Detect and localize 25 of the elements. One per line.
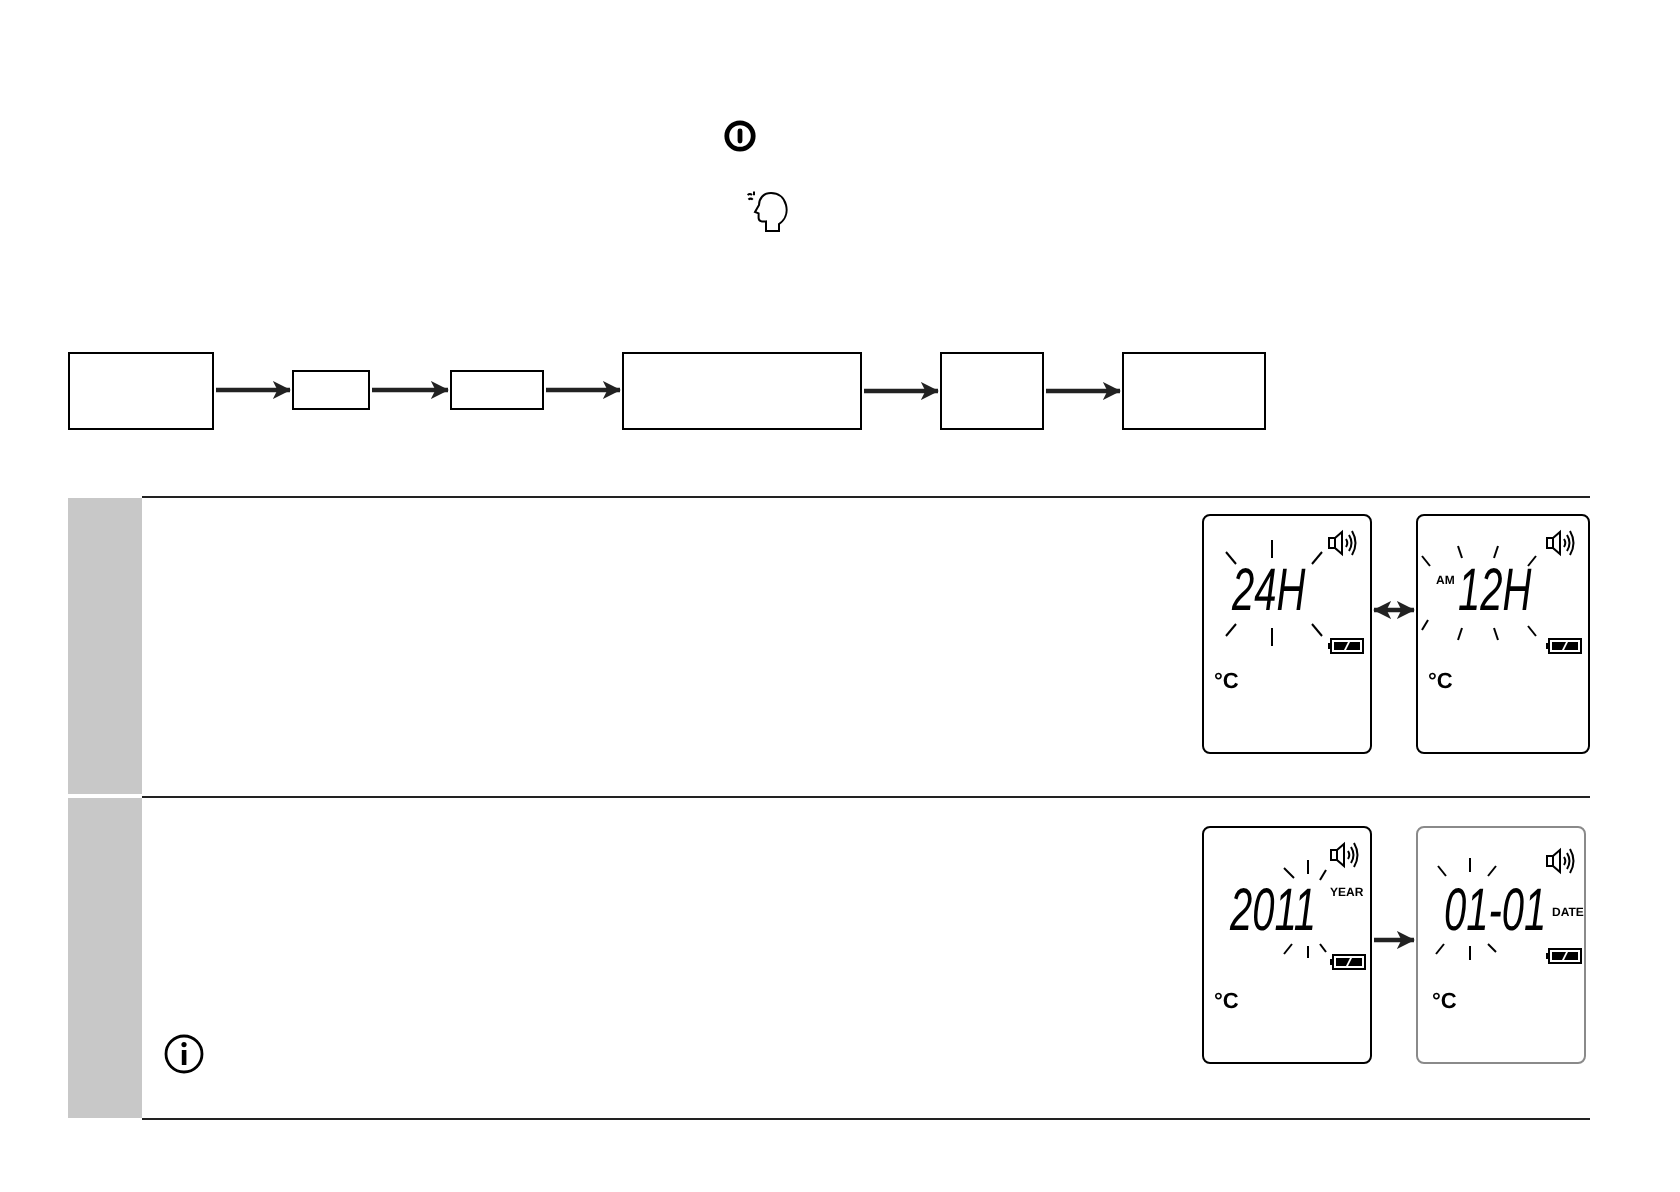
- empty-box: [940, 352, 1044, 430]
- arrow: [864, 382, 939, 400]
- temperature-unit: °C: [1432, 992, 1457, 1014]
- arrow: [546, 381, 621, 399]
- lcd-screen: [1416, 826, 1586, 1064]
- empty-box: [450, 370, 544, 410]
- arrow: [372, 381, 449, 399]
- empty-box: [622, 352, 862, 430]
- arrow: [1373, 601, 1415, 619]
- temperature-unit: °C: [1214, 992, 1239, 1014]
- lcd-digits: 01-01: [1444, 882, 1547, 942]
- temperature-unit: °C: [1214, 672, 1239, 694]
- empty-box: [292, 370, 370, 410]
- empty-box: [1122, 352, 1266, 430]
- lcd-digits: 2011: [1230, 882, 1317, 942]
- lcd-digits: 12H: [1458, 562, 1532, 622]
- lcd-screen: [1202, 514, 1372, 754]
- arrow: [1374, 931, 1415, 949]
- arrow: [1046, 382, 1121, 400]
- lcd-screen: [1416, 514, 1590, 754]
- empty-box: [68, 352, 214, 430]
- temperature-unit: °C: [1428, 672, 1453, 694]
- lcd-screen: [1202, 826, 1372, 1064]
- arrow: [216, 381, 291, 399]
- lcd-digits: 24H: [1232, 562, 1306, 622]
